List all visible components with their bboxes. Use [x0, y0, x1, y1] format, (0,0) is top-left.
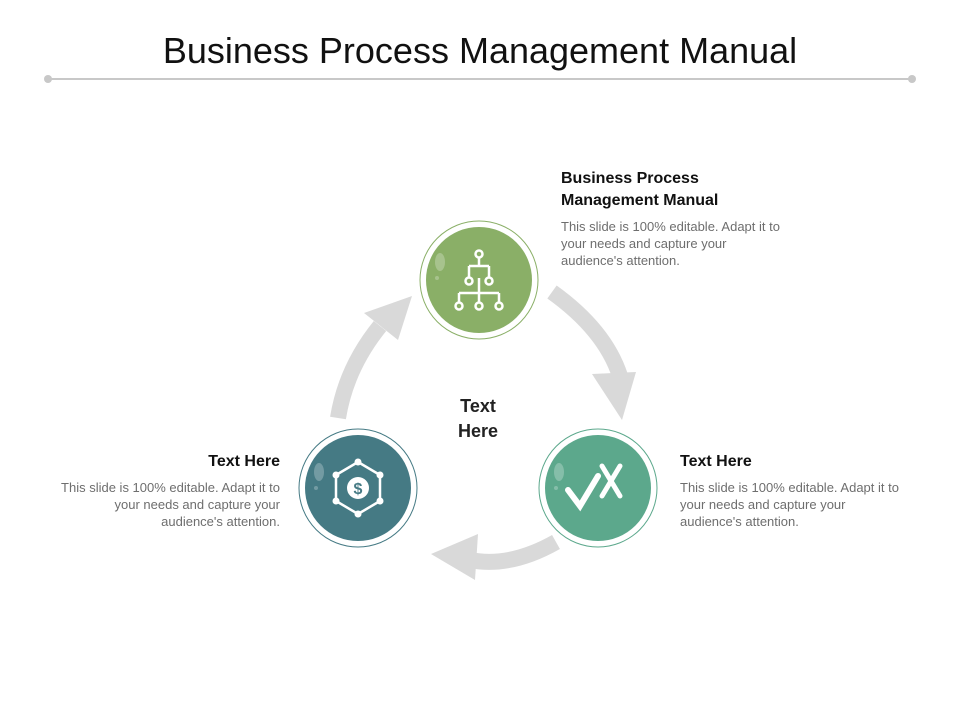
center-label-line-1: Text	[460, 396, 496, 416]
check-x-icon	[565, 463, 623, 512]
text-block-left: Text Here This slide is 100% editable. A…	[55, 451, 280, 530]
title-divider	[44, 75, 916, 83]
svg-text:$: $	[354, 481, 363, 498]
text-block-right-heading: Text Here	[680, 453, 752, 470]
circle-left: $	[298, 428, 418, 548]
arrow-top-to-right	[547, 285, 636, 420]
text-block-left-body: This slide is 100% editable. Adapt it to…	[61, 480, 280, 529]
text-block-right-body: This slide is 100% editable. Adapt it to…	[680, 480, 899, 529]
text-block-left-heading: Text Here	[208, 453, 280, 470]
divider-right-dot	[908, 75, 916, 83]
center-label-line-2: Here	[457, 421, 499, 441]
circle-right	[538, 428, 658, 548]
text-block-top-body: This slide is 100% editable. Adapt it to…	[561, 219, 780, 268]
divider-left-dot	[44, 75, 52, 83]
text-block-top-heading: Business Process Management Manual	[561, 168, 791, 212]
dollar-network-icon: $	[332, 458, 384, 518]
arrow-right-to-left	[431, 534, 560, 580]
text-block-top-heading-line-1: Business Process	[561, 170, 699, 187]
arrow-left-to-top	[330, 296, 412, 420]
org-chart-icon	[454, 249, 504, 311]
center-label: Text Here	[428, 394, 528, 444]
text-block-right: Text Here This slide is 100% editable. A…	[680, 451, 905, 530]
circle-top	[419, 220, 539, 340]
text-block-top: Business Process Management Manual This …	[561, 168, 791, 269]
text-block-top-heading-line-2: Management Manual	[561, 192, 719, 209]
page-title: Business Process Management Manual	[162, 30, 798, 71]
